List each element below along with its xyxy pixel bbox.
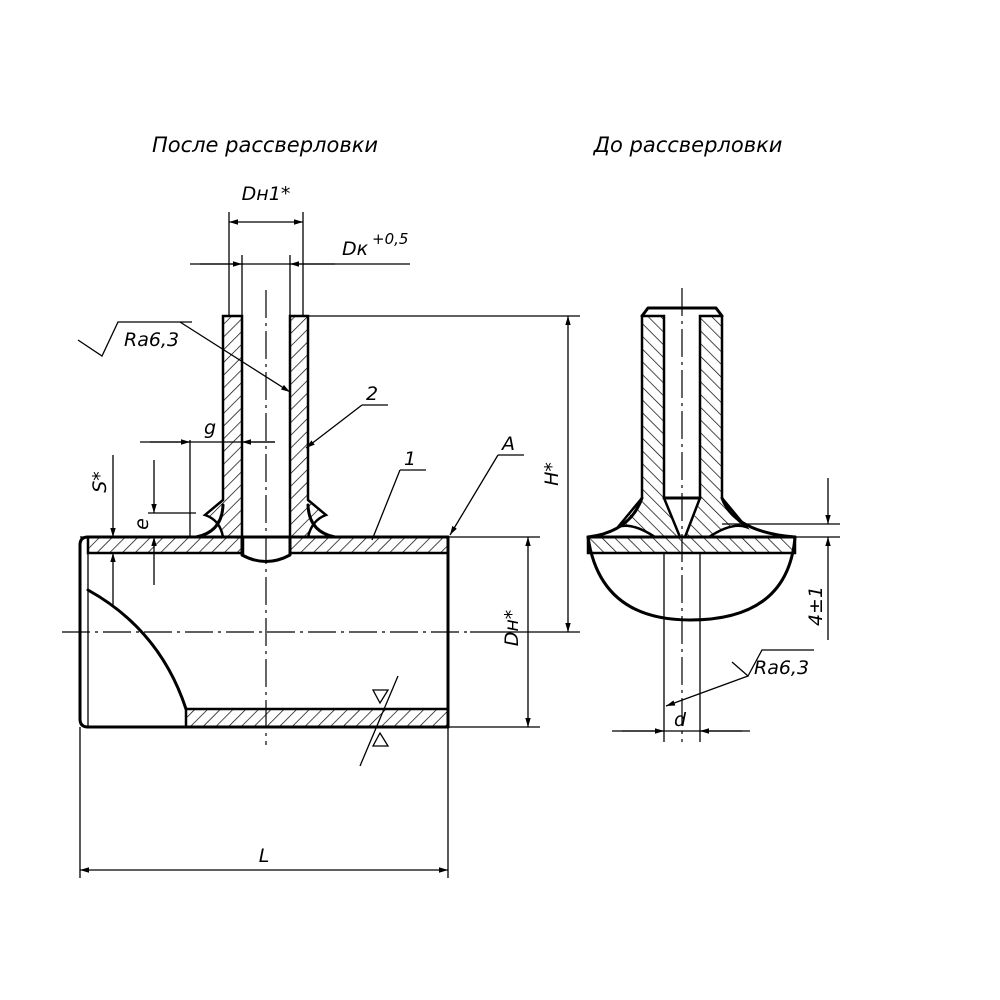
height-4-label: 4±1 bbox=[805, 586, 827, 626]
branch-right-wall bbox=[288, 314, 329, 539]
weld-right bbox=[306, 503, 337, 539]
dn1-label: Dн1* bbox=[242, 183, 291, 205]
dn-label: Dн* bbox=[501, 610, 523, 647]
roughness-right-label: Ra6,3 bbox=[754, 657, 809, 679]
roughness-left-label: Ra6,3 bbox=[124, 329, 179, 351]
callout-1: 1 bbox=[404, 448, 416, 470]
dk-label: Dк bbox=[342, 238, 369, 260]
branch-right bbox=[683, 314, 750, 539]
pipe-top-wall bbox=[86, 535, 245, 555]
l-label: L bbox=[259, 845, 270, 867]
pipe-bottom-wall bbox=[184, 707, 450, 729]
dk-tolerance: +0,5 bbox=[372, 230, 408, 248]
weld-left bbox=[194, 503, 225, 539]
pipe-top-wall-right bbox=[288, 535, 450, 555]
before-drilling-title: До рассверловки bbox=[593, 133, 783, 157]
g-label: g bbox=[204, 417, 216, 439]
callout-a: A bbox=[500, 433, 515, 455]
break-curve bbox=[86, 588, 188, 711]
before-drilling-view: 4±1 Ra6,3 d bbox=[586, 288, 840, 742]
branch-left bbox=[614, 314, 682, 539]
d-label: d bbox=[674, 709, 687, 731]
callout-2: 2 bbox=[366, 383, 378, 405]
after-drilling-view: Dн1* Dк +0,5 Ra6,3 2 1 A g bbox=[62, 183, 580, 878]
h-label: H* bbox=[541, 462, 563, 486]
half-pipe-outline bbox=[586, 535, 797, 622]
e-label: e bbox=[131, 518, 153, 530]
half-pipe-wall bbox=[586, 535, 797, 555]
after-drilling-title: После рассверловки bbox=[152, 133, 378, 157]
s-label: S* bbox=[89, 471, 111, 493]
